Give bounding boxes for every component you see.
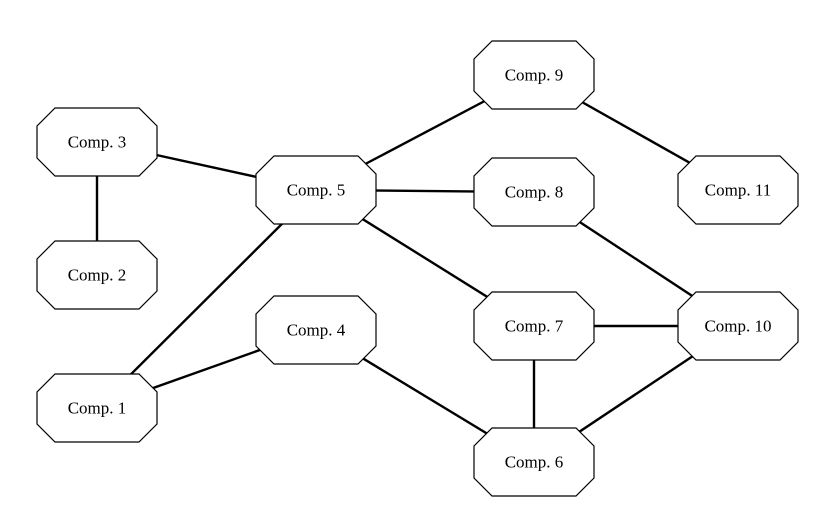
node-label: Comp. 3: [68, 133, 127, 152]
edges-layer: [95, 73, 739, 464]
node-comp5: Comp. 5: [255, 155, 377, 225]
node-label: Comp. 10: [704, 317, 771, 336]
octagon-node-shape: [36, 373, 158, 443]
node-label: Comp. 5: [287, 181, 346, 200]
node-comp7: Comp. 7: [473, 291, 595, 361]
octagon-node-shape: [36, 240, 158, 310]
nodes-layer: Comp. 1 Comp. 2 Comp. 3 Comp. 4 Comp. 5 Comp.…: [36, 40, 799, 497]
node-comp8: Comp. 8: [473, 157, 595, 227]
octagon-node-shape: [473, 40, 595, 110]
node-comp10: Comp. 10: [677, 291, 799, 361]
octagon-node-shape: [473, 427, 595, 497]
node-label: Comp. 6: [505, 453, 564, 472]
node-comp4: Comp. 4: [255, 295, 377, 365]
octagon-node-shape: [677, 291, 799, 361]
octagon-node-shape: [677, 155, 799, 225]
node-comp1: Comp. 1: [36, 373, 158, 443]
octagon-node-shape: [255, 295, 377, 365]
node-label: Comp. 9: [505, 66, 564, 85]
node-label: Comp. 7: [505, 317, 564, 336]
node-comp6: Comp. 6: [473, 427, 595, 497]
node-comp11: Comp. 11: [677, 155, 799, 225]
octagon-node-shape: [255, 155, 377, 225]
node-label: Comp. 8: [505, 183, 564, 202]
node-comp3: Comp. 3: [36, 107, 158, 177]
node-comp2: Comp. 2: [36, 240, 158, 310]
node-label: Comp. 2: [68, 266, 127, 285]
node-label: Comp. 4: [287, 321, 346, 340]
edge-comp5-comp1: [96, 189, 317, 409]
node-comp9: Comp. 9: [473, 40, 595, 110]
octagon-node-shape: [473, 157, 595, 227]
octagon-node-shape: [36, 107, 158, 177]
node-label: Comp. 11: [705, 181, 771, 200]
octagon-node-shape: [473, 291, 595, 361]
node-label: Comp. 1: [68, 399, 127, 418]
